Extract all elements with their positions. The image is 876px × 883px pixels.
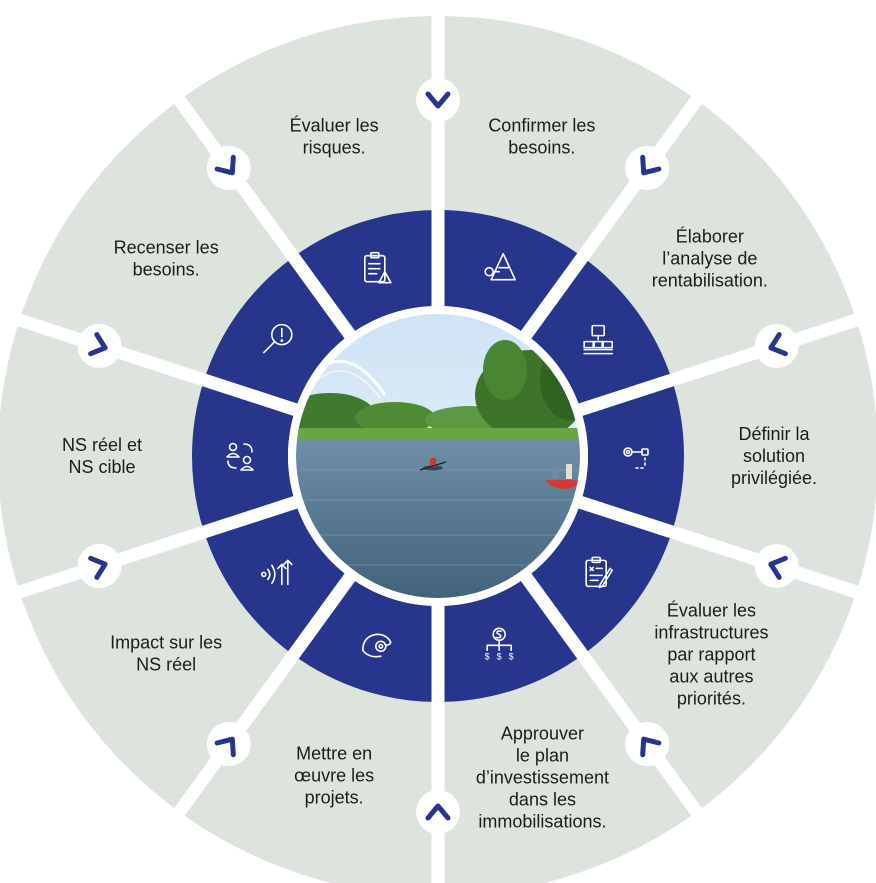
chevron-right-icon xyxy=(77,323,122,368)
divider-line xyxy=(518,88,708,342)
step-label-line: solution xyxy=(743,446,805,466)
chevron-right-icon xyxy=(625,722,670,767)
clipboard-pen-icon xyxy=(585,556,613,589)
step-label-line: Évaluer les xyxy=(667,601,756,621)
ring-segment-definir xyxy=(580,379,685,533)
gear-flow-icon xyxy=(623,447,649,469)
step-label-line: aux autres xyxy=(669,667,753,687)
step-label-line: infrastructures xyxy=(654,623,768,643)
segment-mettre-oeuvre xyxy=(179,655,438,883)
step-label-line: besoins. xyxy=(508,137,575,157)
step-label-line: Définir la xyxy=(738,424,810,444)
chevron-right-icon xyxy=(754,544,799,589)
step-label-line: priorités. xyxy=(677,689,746,709)
chevron-right-icon xyxy=(206,722,251,767)
chevron-right-icon xyxy=(206,145,251,190)
step-label-line: d’investissement xyxy=(476,767,609,787)
step-label-line: l’analyse de xyxy=(662,249,757,269)
segment-definir xyxy=(671,320,876,592)
chevron-right-icon xyxy=(416,78,460,122)
divider-line xyxy=(8,494,302,602)
divider-line xyxy=(168,88,358,342)
divider-line xyxy=(8,310,302,418)
segment-dividers xyxy=(8,6,868,883)
divider-line xyxy=(518,570,708,824)
step-label-line: projets. xyxy=(305,788,364,808)
step-label-line: Approuver xyxy=(501,723,584,743)
money-stack-icon xyxy=(583,324,613,355)
step-label-line: le plan xyxy=(516,745,569,765)
step-label-line: dans les xyxy=(509,789,576,809)
ring-segment-ns-reel-cible xyxy=(192,379,296,533)
step-label-line: Évaluer les xyxy=(290,115,379,135)
step-label-line: NS cible xyxy=(68,457,135,477)
svg-text:$: $ xyxy=(509,651,514,661)
magnifier-exclamation-icon xyxy=(263,323,293,354)
chevron-right-icon xyxy=(625,145,670,190)
step-label-line: immobilisations. xyxy=(478,811,606,831)
chevron-right-icon xyxy=(416,790,460,834)
divider-line xyxy=(574,310,868,418)
chevron-right-icon xyxy=(754,323,799,368)
step-label-line: NS réel et xyxy=(62,435,142,455)
arrow-badges xyxy=(77,78,799,834)
pyramid-target-icon xyxy=(484,252,516,281)
river-canoe-photo xyxy=(296,314,580,598)
hand-gear-icon xyxy=(362,633,392,658)
photo-frame xyxy=(288,306,588,606)
step-label-line: NS réel xyxy=(136,654,196,674)
step-label-line: œuvre les xyxy=(294,766,374,786)
step-label-line: Impact sur les xyxy=(110,632,222,652)
clipboard-warning-icon xyxy=(364,251,392,284)
ring-icons: $ $ $ xyxy=(226,251,649,661)
divider-line xyxy=(168,570,358,824)
divider-line xyxy=(574,494,868,602)
chevron-right-icon xyxy=(77,544,122,589)
segment-confirmer xyxy=(438,16,697,257)
segment-approuver xyxy=(438,655,697,883)
segment-evaluer-risques xyxy=(179,16,438,257)
svg-text:$: $ xyxy=(497,651,502,661)
dollar-hierarchy-icon: $ $ $ xyxy=(485,627,514,661)
step-label-line: privilégiée. xyxy=(731,468,817,488)
step-label-line: risques. xyxy=(303,137,366,157)
segment-ns-reel-cible xyxy=(0,320,205,592)
step-label-line: rentabilisation. xyxy=(652,271,768,291)
step-label-line: Mettre en xyxy=(296,744,372,764)
signal-arrow-up-icon xyxy=(261,559,293,586)
step-label-line: besoins. xyxy=(133,260,200,280)
step-label-line: Élaborer xyxy=(676,227,744,247)
step-label-line: par rapport xyxy=(667,645,755,665)
people-exchange-icon xyxy=(226,442,254,471)
svg-text:$: $ xyxy=(485,651,490,661)
step-label-line: Confirmer les xyxy=(488,115,595,135)
step-label-line: Recenser les xyxy=(114,238,219,258)
